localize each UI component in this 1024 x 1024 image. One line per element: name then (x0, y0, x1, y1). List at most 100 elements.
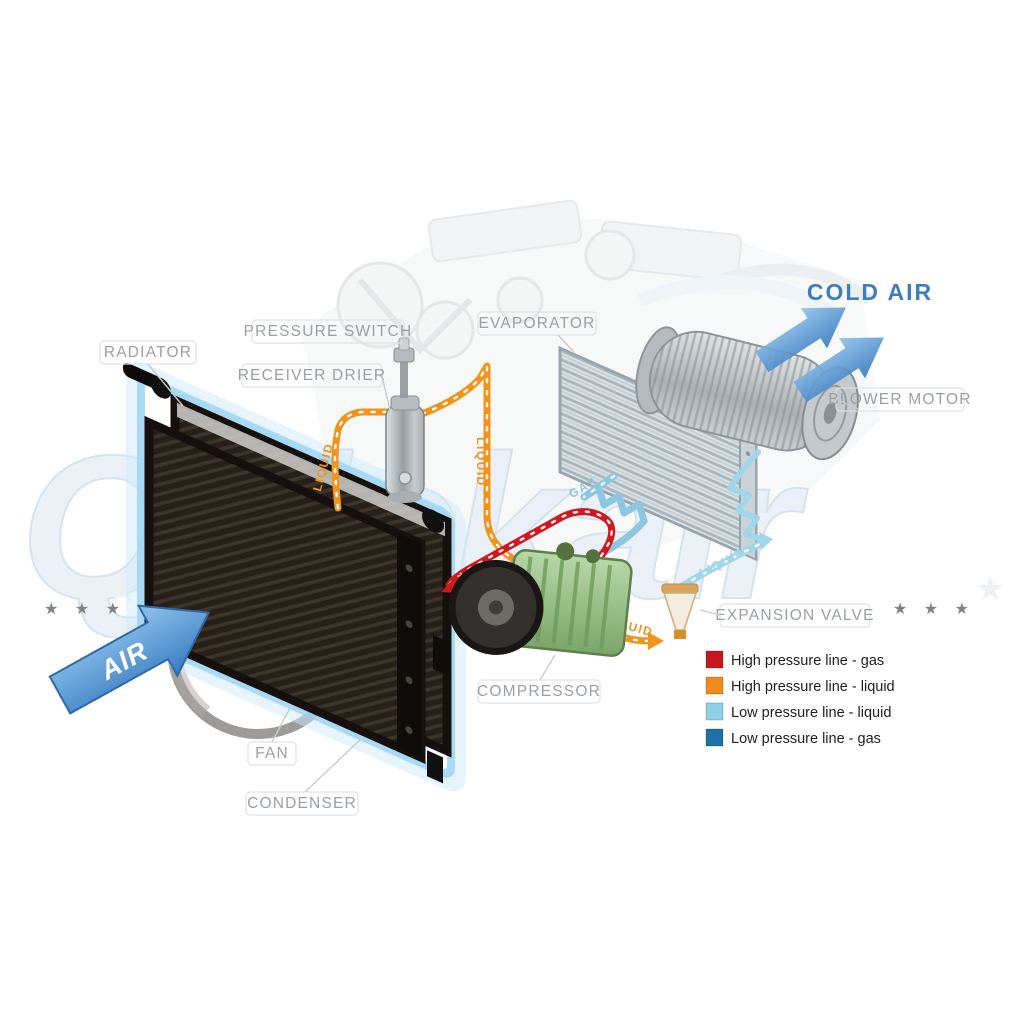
compressor-label: COMPRESSOR (477, 683, 601, 700)
label-fan: FAN (247, 707, 297, 766)
cold-air-arrow-1 (755, 307, 846, 373)
condenser-label-box (245, 791, 359, 816)
compressor-port-1 (556, 542, 575, 561)
radiator-leader (147, 363, 184, 407)
receiver-drier-cap (390, 395, 420, 411)
blower-motor-leader (835, 398, 859, 410)
radiator-fittings (123, 362, 449, 784)
label-condenser: CONDENSER (245, 737, 363, 816)
watermark-stars-right: ★ ★ ★ (893, 601, 975, 618)
legend-row-4: Low pressure line - gas (705, 728, 881, 747)
cold-air-arrow-2 (793, 337, 884, 403)
expansion-valve-tip (674, 630, 686, 639)
sight-glass (398, 471, 412, 485)
engine-belt (357, 278, 473, 355)
evaporator-label-box (477, 311, 597, 336)
cold-air-arrow-1-shape (755, 307, 846, 373)
condenser (144, 415, 426, 765)
engine-pulley-1 (336, 261, 424, 349)
radiator-label: RADIATOR (104, 344, 192, 361)
engine-valve-cover-right (597, 220, 743, 282)
blower-motor-label: BLOWER MOTOR (828, 391, 971, 408)
legend-label-high-liquid: High pressure line - liquid (731, 679, 895, 695)
high-pressure-liquid-arrowhead (648, 632, 664, 650)
high-pressure-liquid-line-2-dashes (420, 361, 652, 643)
condenser-bolt-3 (405, 676, 413, 685)
label-compressor: COMPRESSOR (477, 654, 601, 704)
condenser-bolt-4 (405, 726, 413, 735)
receiver-drier-label-box (241, 363, 383, 388)
engine-valve-cover-left (427, 199, 583, 263)
low-pressure-gas-serpentine (580, 484, 648, 525)
expansion-valve (661, 583, 699, 639)
cold-air: COLD AIR (755, 279, 933, 403)
radiator-inlet-elbow (151, 376, 171, 399)
low-pressure-liquid-arrowhead (759, 532, 773, 550)
legend-label-low-liquid: Low pressure line - liquid (731, 705, 891, 721)
legend-row-2: High pressure line - liquid (705, 676, 895, 695)
condenser-leader (304, 737, 363, 793)
watermark-stars-left: ★ ★ ★ (44, 601, 126, 618)
engine-pulley-4 (584, 229, 636, 281)
fan-label: FAN (255, 745, 289, 762)
engine-hose-2 (637, 275, 845, 326)
condenser-side-tank (397, 532, 421, 758)
radiator-top-bar (177, 402, 445, 537)
air-arrow-shape (48, 604, 211, 715)
label-pressure-switch: PRESSURE SWITCH (244, 319, 413, 347)
compressor (448, 542, 633, 657)
evaporator-hole-1 (745, 451, 751, 457)
pressure-switch-label: PRESSURE SWITCH (244, 323, 413, 340)
low-pressure-liquid-line (678, 537, 770, 590)
pressure-switch-stem (400, 360, 408, 398)
watermark-star-right-big: ★ (975, 570, 1005, 608)
high-pressure-gas-dashes (447, 510, 613, 587)
expansion-valve-leader (699, 609, 721, 616)
blower-ribs (649, 331, 834, 451)
legend-label-high-gas: High pressure line - gas (731, 653, 884, 669)
pressure-switch (393, 337, 415, 398)
label-receiver-drier: RECEIVER DRIER (238, 363, 391, 411)
legend-row-3: Low pressure line - liquid (705, 702, 891, 721)
engine-pulley-3 (496, 276, 544, 324)
evaporator-label: EVAPORATOR (478, 315, 595, 332)
compressor-leader (539, 654, 556, 681)
condenser-bracket (433, 634, 449, 676)
expansion-valve-flange (661, 583, 699, 594)
high-pressure-liquid-line-1 (331, 408, 394, 512)
legend-swatch-high-liquid (705, 676, 724, 695)
radiator-glow-outer (126, 362, 466, 792)
engine-pulley-2 (415, 300, 475, 360)
pressure-switch-leader (402, 330, 405, 347)
engine-hose-1 (718, 263, 874, 305)
legend-swatch-low-gas (705, 728, 724, 747)
blower-hub (823, 402, 837, 424)
label-radiator: RADIATOR (99, 340, 197, 407)
fan-leader (271, 707, 291, 743)
condenser-label: CONDENSER (247, 795, 357, 812)
legend-row-1: High pressure line - gas (705, 650, 884, 669)
liquid-after-drier-label: LIQUID (474, 437, 488, 487)
legend: High pressure line - gas High pressure l… (705, 650, 895, 747)
condenser-bolt-1 (405, 564, 413, 573)
receiver-drier-leader (381, 375, 391, 411)
receiver-drier-base (388, 491, 422, 503)
receiver-drier-label: RECEIVER DRIER (238, 367, 387, 384)
cold-air-label: COLD AIR (807, 279, 933, 305)
expansion-valve-label: EXPANSION VALVE (715, 607, 874, 624)
evaporator-leader (557, 334, 575, 353)
condenser-bolt-2 (405, 620, 413, 629)
component-labels: RADIATOR PRESSURE SWITCH RECEIVER DRIER … (99, 311, 971, 816)
legend-label-low-gas: Low pressure line - gas (731, 731, 881, 747)
assembly-foot (427, 750, 443, 784)
cold-air-arrow-2-shape (793, 337, 884, 403)
receiver-drier (385, 395, 425, 503)
low-pressure-liquid-serpentine (727, 449, 769, 544)
blower-face-ring (813, 384, 848, 442)
expansion-valve-label-box (719, 603, 871, 628)
legend-swatch-low-liquid (705, 702, 724, 721)
label-expansion-valve: EXPANSION VALVE (699, 603, 874, 628)
legend-swatch-high-gas (705, 650, 724, 669)
